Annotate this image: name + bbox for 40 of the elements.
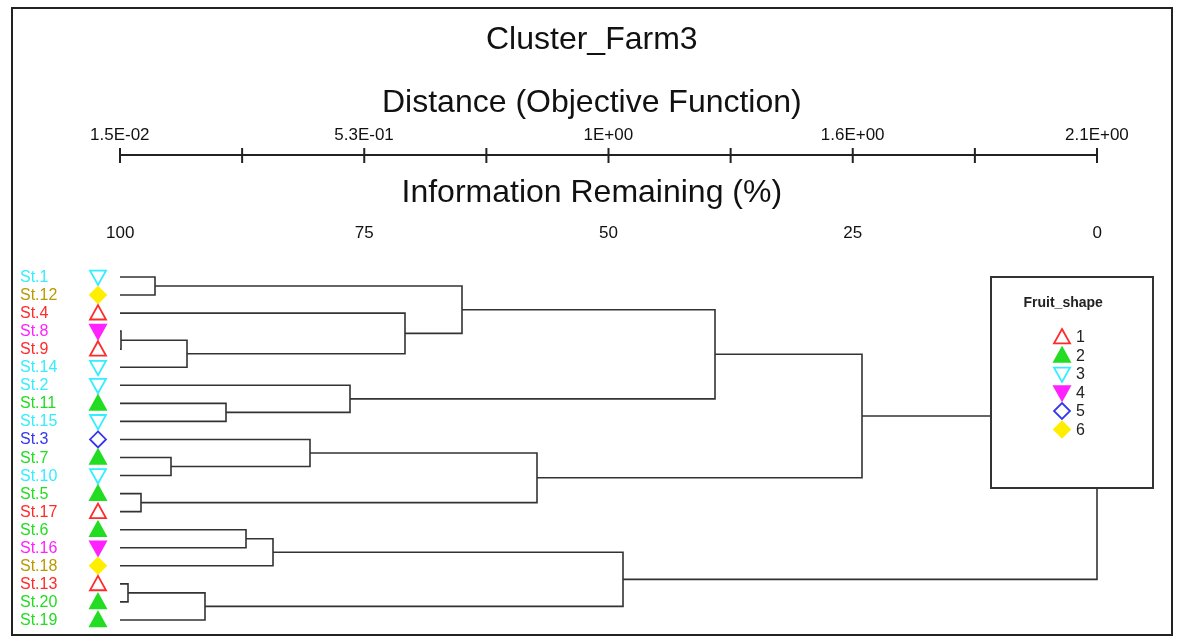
legend-label: 6 bbox=[1076, 421, 1085, 438]
chart-title: Cluster_Farm3 bbox=[486, 22, 698, 54]
legend-label: 3 bbox=[1076, 366, 1085, 382]
station-label: St.18 bbox=[20, 557, 58, 574]
station-label: St.8 bbox=[20, 323, 49, 340]
station-label: St.4 bbox=[20, 305, 49, 322]
station-label: St.10 bbox=[20, 467, 58, 484]
station-label: St.5 bbox=[20, 485, 49, 502]
station-label: St.9 bbox=[20, 341, 49, 358]
station-label: St.7 bbox=[20, 449, 49, 466]
station-label: St.19 bbox=[20, 611, 58, 628]
tick-label: 100 bbox=[106, 223, 135, 241]
station-label: St.14 bbox=[20, 359, 58, 376]
station-label: St.13 bbox=[20, 575, 58, 592]
station-label: St.6 bbox=[20, 521, 49, 538]
station-label: St.2 bbox=[20, 377, 49, 394]
station-label: St.3 bbox=[20, 431, 49, 448]
tick-label: 2.1E+00 bbox=[1065, 125, 1129, 143]
station-label: St.1 bbox=[20, 269, 49, 285]
legend-title: Fruit_shape bbox=[1023, 295, 1103, 309]
tick-label: 1E+00 bbox=[583, 125, 634, 143]
station-label: St.20 bbox=[20, 593, 58, 610]
tick-label: 50 bbox=[599, 223, 618, 241]
legend-label: 2 bbox=[1076, 347, 1085, 364]
tick-label: 25 bbox=[843, 223, 863, 241]
tick-label: 1.6E+00 bbox=[820, 125, 885, 143]
station-label: St.15 bbox=[20, 413, 58, 430]
legend-label: 1 bbox=[1076, 329, 1085, 345]
station-label: St.17 bbox=[20, 503, 58, 520]
axis-title: Distance (Objective Function) bbox=[382, 85, 802, 117]
tick-label: 1.5E-02 bbox=[90, 125, 150, 143]
tick-label: 0 bbox=[1092, 223, 1102, 241]
tick-label: 5.3E-01 bbox=[334, 125, 394, 143]
legend-label: 4 bbox=[1076, 384, 1085, 401]
axis-title: Information Remaining (%) bbox=[401, 175, 783, 207]
station-label: St.11 bbox=[20, 395, 57, 412]
station-label: St.12 bbox=[20, 287, 58, 304]
legend-label: 5 bbox=[1076, 403, 1085, 419]
tick-label: 75 bbox=[354, 223, 374, 241]
station-label: St.16 bbox=[20, 539, 58, 556]
